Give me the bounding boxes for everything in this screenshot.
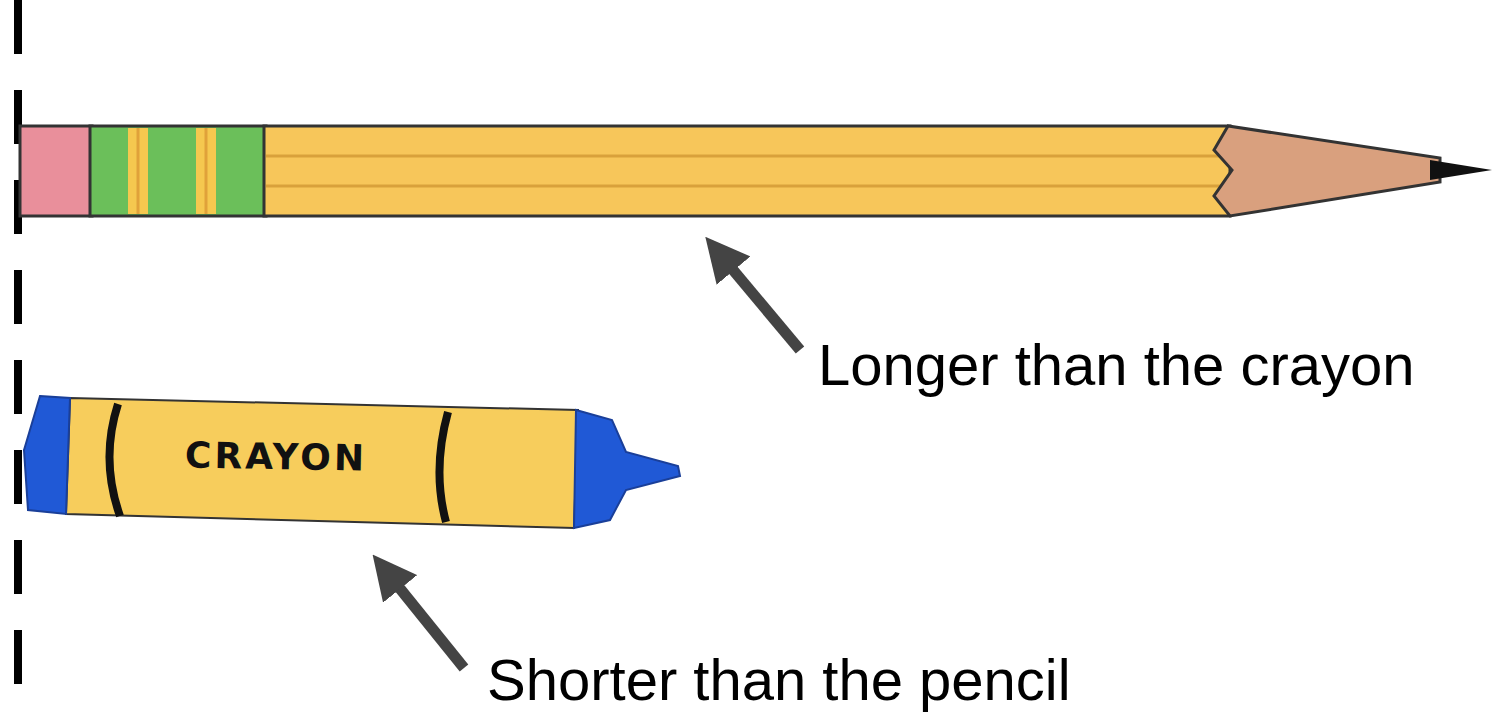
callout-label: Longer than the crayon	[818, 336, 1415, 394]
pencil	[20, 126, 1492, 216]
crayon-wrapper-text: CRAYON	[185, 437, 368, 476]
start-line	[14, 0, 22, 714]
leader-arrow	[385, 570, 464, 668]
callout-label: Shorter than the pencil	[487, 651, 1071, 709]
leader-arrow	[718, 252, 800, 350]
crayon	[24, 396, 680, 528]
